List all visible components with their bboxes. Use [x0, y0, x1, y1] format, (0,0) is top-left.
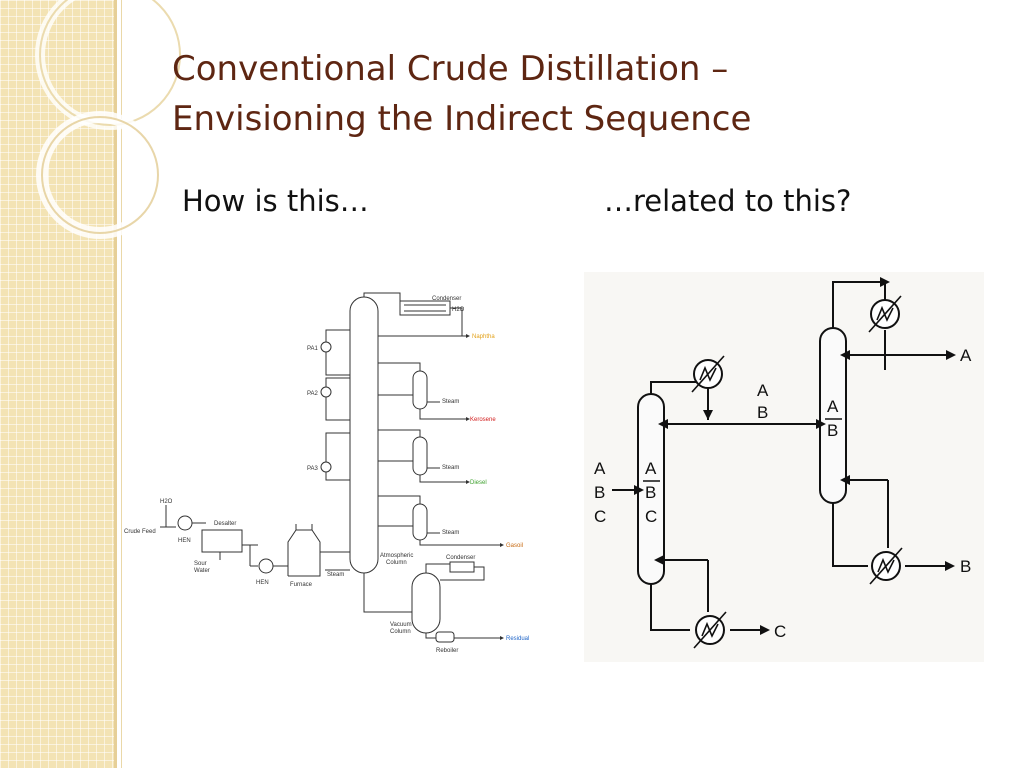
- label-atm-col-1: Atmospheric: [380, 553, 413, 559]
- furnace: [287, 529, 321, 577]
- label-out-A: A: [960, 346, 972, 365]
- hen2-icon: [258, 558, 274, 574]
- label-steam-3: Steam: [442, 530, 459, 536]
- stripper-gasoil: [412, 503, 428, 541]
- decorative-rings: [35, 0, 185, 239]
- label-h2o-feed: H2O: [160, 499, 173, 505]
- label-col1-top: A: [645, 459, 657, 478]
- label-mid-A: A: [757, 381, 769, 400]
- label-atm-col-2: Column: [386, 560, 407, 566]
- label-col2-top: A: [827, 397, 839, 416]
- pa2-exchanger-icon: [320, 386, 332, 398]
- caption-right: …related to this?: [604, 184, 852, 218]
- label-col1-bot-2: C: [645, 507, 657, 526]
- label-feed-C: C: [594, 507, 606, 526]
- label-steam-1: Steam: [442, 399, 459, 405]
- label-out-C: C: [774, 622, 786, 641]
- label-residual: Residual: [506, 636, 529, 642]
- label-crude-feed: Crude Feed: [124, 529, 156, 535]
- caption-left: How is this…: [182, 184, 369, 218]
- label-col1-bot-1: B: [645, 483, 656, 502]
- label-out-B: B: [960, 557, 971, 576]
- atmospheric-column: [349, 296, 379, 574]
- label-naphtha: Naphtha: [472, 334, 495, 340]
- label-pa2: PA2: [307, 391, 319, 397]
- reboiler: [435, 631, 455, 643]
- label-sour-2: Water: [194, 568, 210, 574]
- label-kerosene: Kerosene: [470, 417, 496, 423]
- label-reboiler: Reboiler: [436, 648, 458, 654]
- label-hen2: HEN: [256, 580, 269, 586]
- label-feed-B: B: [594, 483, 605, 502]
- hen1-icon: [177, 515, 193, 531]
- label-feed-A: A: [594, 459, 606, 478]
- label-sour-1: Sour: [194, 561, 207, 567]
- sidebar-rule-thin: [121, 0, 122, 768]
- label-vac-col-2: Column: [390, 629, 411, 635]
- label-furnace: Furnace: [290, 582, 313, 588]
- stripper-diesel: [412, 436, 428, 476]
- label-col2-bot: B: [827, 421, 838, 440]
- label-diesel: Diesel: [470, 480, 487, 486]
- label-desalter: Desalter: [214, 521, 236, 527]
- label-condenser-2: Condenser: [446, 555, 475, 561]
- label-pa1: PA1: [307, 346, 319, 352]
- pa3-exchanger-icon: [320, 461, 332, 473]
- label-pa3: PA3: [307, 466, 319, 472]
- slide-title: Conventional Crude Distillation – Envisi…: [172, 44, 972, 144]
- label-mid-B: B: [757, 403, 768, 422]
- sidebar-rule: [114, 0, 117, 768]
- label-hen1: HEN: [178, 538, 191, 544]
- label-steam-2: Steam: [442, 465, 459, 471]
- desalter: [201, 529, 243, 553]
- title-line-2: Envisioning the Indirect Sequence: [172, 99, 752, 139]
- label-gasoil: Gasoil: [506, 543, 523, 549]
- label-h2o-top: H2O: [452, 307, 465, 313]
- label-condenser: Condenser: [432, 296, 461, 302]
- label-steam-4: Steam: [327, 572, 344, 578]
- label-vac-col-1: Vacuum: [390, 622, 412, 628]
- condenser-vacuum: [449, 561, 475, 573]
- vacuum-column: [411, 572, 441, 634]
- stripper-kerosene: [412, 370, 428, 410]
- condenser-top: [399, 300, 451, 316]
- pa1-exchanger-icon: [320, 341, 332, 353]
- title-line-1: Conventional Crude Distillation –: [172, 49, 729, 89]
